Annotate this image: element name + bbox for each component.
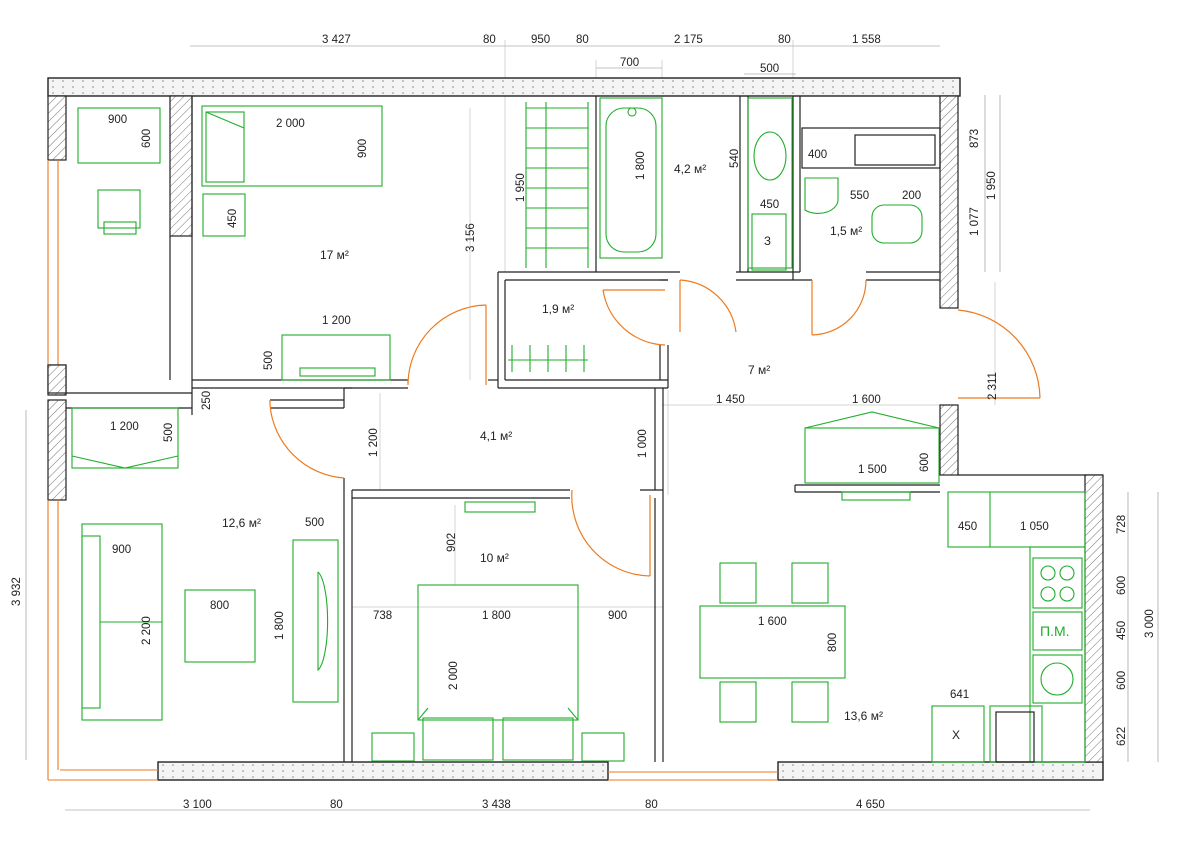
dim-bed-900: 900 <box>608 610 627 622</box>
dim-left: 3 932 <box>11 577 23 606</box>
room-area-kitchen: 13,6 м² <box>844 709 883 723</box>
dim-washer-450: 450 <box>760 199 779 211</box>
dim-top2: 500 <box>760 63 779 75</box>
dim-hall-600: 600 <box>919 453 931 472</box>
dim-hall-1500: 1 500 <box>858 464 887 476</box>
dim-top: 2 175 <box>674 34 703 46</box>
dim-bottom: 80 <box>645 799 658 811</box>
walls <box>47 77 1104 781</box>
dim-right-lower: 3 000 <box>1144 609 1156 638</box>
dim-table-800: 800 <box>210 600 229 612</box>
dim-top: 1 558 <box>852 34 881 46</box>
dim-fridge-641: 641 <box>950 689 969 701</box>
dim-cabinet-1200: 1 200 <box>110 421 139 433</box>
dim-right-lower: 728 <box>1116 515 1128 534</box>
washer-label: З <box>764 236 771 248</box>
dim-right-upper: 1 077 <box>969 207 981 236</box>
dim-corridor-1200: 1 200 <box>368 428 380 457</box>
dim-tv2-1800: 1 800 <box>274 611 286 640</box>
dim-hall-1450: 1 450 <box>716 394 745 406</box>
room-area-hall: 7 м² <box>748 363 770 377</box>
dim-right-lower: 622 <box>1116 727 1128 746</box>
dim-right-upper: 873 <box>969 129 981 148</box>
dim-corridor-1000: 1 000 <box>637 429 649 458</box>
dim-bottom: 3 100 <box>183 799 212 811</box>
dim-closet-1950: 1 950 <box>515 173 527 202</box>
dim-desk-width: 900 <box>108 114 127 126</box>
room-area-bath: 4,2 м² <box>674 162 706 176</box>
dim-bottom: 3 438 <box>482 799 511 811</box>
dim-top: 80 <box>778 34 791 46</box>
dim-wall-3156: 3 156 <box>465 223 477 252</box>
dim-right-lower: 450 <box>1116 621 1128 640</box>
dim-right-upper: 1 950 <box>986 171 998 200</box>
doors <box>269 279 1041 577</box>
dim-bed-902: 902 <box>446 533 458 552</box>
dim-top: 950 <box>531 34 550 46</box>
dim-sink-540: 540 <box>729 149 741 168</box>
dim-bed-738: 738 <box>373 610 392 622</box>
dim-tv-1200: 1 200 <box>322 315 351 327</box>
dim-bed1-width: 2 000 <box>276 118 305 130</box>
dishwasher-label: П.М. <box>1040 623 1070 639</box>
dim-top2: 700 <box>620 57 639 69</box>
dim-top: 3 427 <box>322 34 351 46</box>
dim-nightstand: 450 <box>227 209 239 228</box>
dim-shelf-400: 400 <box>808 149 827 161</box>
dim-dining-800: 800 <box>827 633 839 652</box>
dim-top: 80 <box>483 34 496 46</box>
room-area-bedroom: 10 м² <box>480 551 509 565</box>
dim-wc-200: 200 <box>902 190 921 202</box>
room-area-wc: 1,5 м² <box>830 224 862 238</box>
dim-wc-550: 550 <box>850 190 869 202</box>
dim-bottom: 4 650 <box>856 799 885 811</box>
room-area-room-12-6: 12,6 м² <box>222 516 261 530</box>
room-area-closet: 1,9 м² <box>542 302 574 316</box>
dim-right-2311: 2 311 <box>987 372 999 400</box>
side-dimensions: 3 932 873 1 950 1 077 728 600 450 600 62… <box>11 129 1156 746</box>
dim-right-lower: 600 <box>1116 576 1128 595</box>
fridge-label: Х <box>952 728 960 742</box>
dim-bottom: 80 <box>330 799 343 811</box>
dimension-lines <box>25 40 1159 811</box>
dim-bed1-height: 900 <box>357 139 369 158</box>
dim-hall-1600: 1 600 <box>852 394 881 406</box>
dim-counter-1050: 1 050 <box>1020 521 1049 533</box>
dim-counter-450: 450 <box>958 521 977 533</box>
dim-top: 80 <box>576 34 589 46</box>
dim-bath-1800: 1 800 <box>635 151 647 180</box>
room-area-corridor: 4,1 м² <box>480 429 512 443</box>
dim-tv2-500: 500 <box>305 517 324 529</box>
dim-sofa-900: 900 <box>112 544 131 556</box>
dim-bed-2000: 2 000 <box>448 661 460 690</box>
dim-desk-height: 600 <box>141 129 153 148</box>
top-dimensions: 3 427 80 950 80 2 175 80 1 558 700 500 <box>322 34 881 75</box>
bottom-dimensions: 3 100 80 3 438 80 4 650 <box>183 799 885 811</box>
dim-tv-500: 500 <box>263 351 275 370</box>
dim-sofa-2200: 2 200 <box>141 616 153 645</box>
dim-wall-250: 250 <box>201 391 213 410</box>
dim-bed-1800: 1 800 <box>482 610 511 622</box>
room-labels: 17 м² 4,2 м² 1,5 м² 1,9 м² 7 м² 4,1 м² 1… <box>222 162 883 723</box>
room-area-living: 17 м² <box>320 248 349 262</box>
furniture <box>71 97 1086 763</box>
appliance-labels: П.М. З Х <box>764 236 1070 742</box>
inner-dimensions: 900 600 2 000 900 450 3 156 1 950 1 800 … <box>108 114 1049 701</box>
dim-cabinet-500: 500 <box>163 423 175 442</box>
dim-dining-1600: 1 600 <box>758 616 787 628</box>
dim-right-lower: 600 <box>1116 671 1128 690</box>
